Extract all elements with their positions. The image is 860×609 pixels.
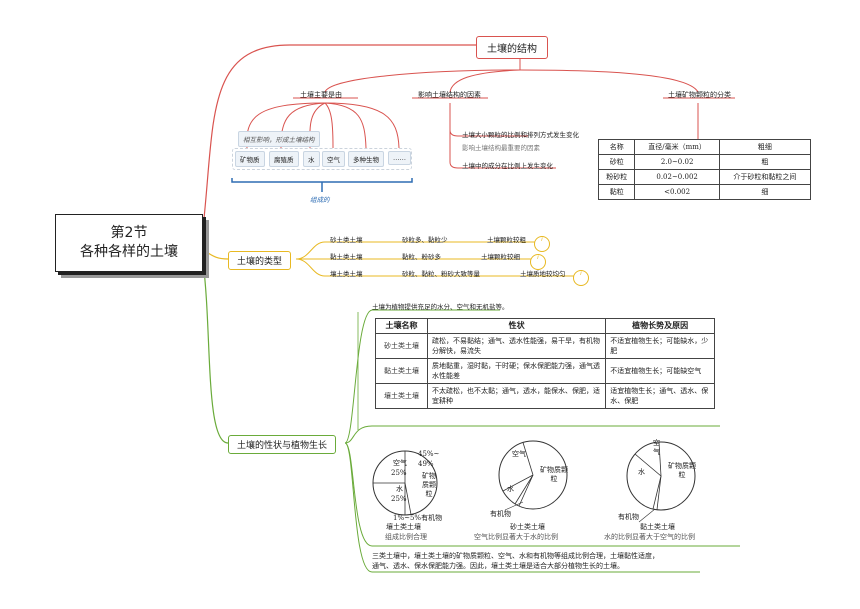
composition-item-humus: 腐殖质: [269, 151, 299, 167]
summary-line-2: 通气、透水、保水保肥能力强。因此，壤土类土壤是适合大部分植物生长的土壤。: [372, 562, 624, 570]
factor-item-2: 影响土壤结构最重要的因素: [462, 144, 540, 152]
composition-group: [232, 148, 412, 170]
soil-trait-cell: 不太疏松，也不太黏；通气，透水，能保水、保肥，适宜耕种: [426, 383, 607, 409]
node-factors[interactable]: 影响土壤结构的因素: [418, 91, 481, 99]
info-icon[interactable]: [573, 270, 589, 286]
composition-item-mineral: 矿物质: [235, 151, 265, 167]
pie-clay: [626, 441, 696, 523]
root-title-line2: 各种各样的土壤: [80, 244, 178, 260]
node-types[interactable]: 土壤的类型: [228, 251, 292, 270]
pie2-caption-note: 空气比例显著大于水的比例: [474, 533, 558, 541]
properties-header-growth: 植物长势及原因: [605, 318, 715, 334]
particle-header-size: 粗细: [718, 139, 812, 155]
composition-item-air: 空气: [322, 151, 345, 167]
particle-header-diameter: 直径/毫米（mm）: [634, 139, 720, 155]
type-result-sandy: 土壤颗粒较粗: [487, 236, 526, 244]
pie1-water-pct: 25%: [391, 495, 407, 503]
pie2-organic-label: 有机物: [490, 510, 511, 518]
pie2-water-label: 水: [507, 485, 514, 493]
pie1-caption-note: 组成比例合理: [385, 533, 427, 541]
particle-cell: 介于砂粒和黏粒之间: [718, 169, 812, 185]
composition-item-etc: ……: [388, 151, 411, 165]
particle-cell: 粗: [718, 154, 812, 170]
pie1-air-pct: 25%: [391, 469, 407, 477]
table-row: 砂土类土壤 疏松，不易黏结；通气、透水性能强，易干旱，有机物分解快，易流失 不适…: [375, 333, 715, 359]
pie1-mineral-pct: 45%~: [418, 450, 440, 458]
pie3-caption-type: 黏土类土壤: [640, 523, 675, 531]
pie1-organic-label: 1%~5%有机物: [393, 514, 443, 522]
pie1-mineral-label: 矿物质颗粒: [422, 472, 436, 498]
properties-table: 土壤名称 性状 植物长势及原因 砂土类土壤 疏松，不易黏结；通气、透水性能强，易…: [375, 318, 715, 409]
pie3-mineral-label: 矿物质颗粒: [668, 462, 696, 479]
factor-item-1: 土壤大小颗粒的比例和排列方式发生变化: [462, 131, 579, 139]
soil-growth-cell: 不适宜植物生长；可能缺水，少肥: [605, 333, 715, 359]
properties-header-name: 土壤名称: [375, 318, 428, 334]
node-composition[interactable]: 土壤主要是由: [300, 91, 342, 99]
soil-growth-cell: 适宜植物生长；通气、透水、保水、保肥: [605, 383, 715, 409]
particle-cell: 细: [718, 184, 812, 200]
type-name-clay: 黏土类土壤: [330, 253, 363, 261]
pie3-caption-note: 水的比例显著大于空气的比例: [604, 533, 695, 541]
properties-header-trait: 性状: [426, 318, 607, 334]
pie2-mineral-label: 矿物质颗粒: [540, 466, 568, 483]
soil-name-cell: 砂土类土壤: [375, 333, 428, 359]
pie3-water-label: 水: [638, 468, 645, 476]
properties-intro: 土壤为植物提供充足的水分、空气和无机盐等。: [372, 303, 509, 311]
pie1-air-label: 空气: [393, 459, 407, 467]
table-row: 壤土类土壤 不太疏松，也不太黏；通气，透水，能保水、保肥，适宜耕种 适宜植物生长…: [375, 383, 715, 409]
factor-item-3: 土壤中的成分在比例上发生变化: [462, 162, 553, 170]
node-particle-classes[interactable]: 土壤矿物颗粒的分类: [668, 91, 731, 99]
composition-item-water: 水: [303, 151, 320, 167]
composition-note: 相互影响，形成土壤结构: [238, 131, 320, 147]
pie-sandy: [498, 440, 568, 510]
info-icon[interactable]: [534, 236, 550, 252]
pie1-caption-type: 壤土类土壤: [386, 523, 421, 531]
node-properties[interactable]: 土壤的性状与植物生长: [228, 435, 337, 454]
particle-cell: 2.0~0.02: [634, 154, 720, 170]
root-title-line1: 第2节: [110, 225, 148, 241]
type-result-clay: 土壤颗粒较细: [481, 253, 520, 261]
particle-header-name: 名称: [597, 139, 636, 155]
node-structure[interactable]: 土壤的结构: [476, 36, 548, 59]
table-row: 粉砂粒 0.02~0.002 介于砂粒和黏粒之间: [597, 169, 812, 185]
info-icon[interactable]: [530, 254, 546, 270]
composition-footer: 组成的: [310, 196, 330, 204]
pie-loam: [372, 450, 438, 516]
soil-trait-cell: 疏松，不易黏结；通气、透水性能强，易干旱，有机物分解快，易流失: [426, 333, 607, 359]
type-comp-loam: 砂粒、黏粒、粉砂大致等量: [402, 270, 480, 278]
type-name-sandy: 砂土类土壤: [330, 236, 363, 244]
soil-name-cell: 壤土类土壤: [375, 383, 428, 409]
type-comp-sandy: 砂粒多、黏粒少: [402, 236, 448, 244]
pie3-air-label: 空气: [653, 439, 660, 456]
soil-trait-cell: 质地黏重，湿时黏，干时硬；保水保肥能力强，通气透水性能差: [426, 358, 607, 384]
type-comp-clay: 黏粒、粉砂多: [402, 253, 441, 261]
pie1-water-label: 水: [396, 485, 403, 493]
particle-cell: <0.002: [634, 184, 720, 200]
type-result-loam: 土壤质地较均匀: [520, 270, 566, 278]
table-row: 砂粒 2.0~0.02 粗: [597, 154, 812, 170]
summary-line-1: 三类土壤中，壤土类土壤的矿物质颗粒、空气、水和有机物等组成比例合理，土壤黏性适度…: [372, 552, 659, 560]
table-row: 黏粒 <0.002 细: [597, 184, 812, 200]
root-title: 第2节 各种各样的土壤: [55, 214, 203, 272]
pie3-organic-label: 有机物: [618, 513, 639, 521]
soil-name-cell: 黏土类土壤: [375, 358, 428, 384]
composition-item-organisms: 多种生物: [348, 151, 384, 167]
pie2-caption-type: 砂土类土壤: [510, 523, 545, 531]
soil-growth-cell: 不适宜植物生长；可能缺空气: [605, 358, 715, 384]
particle-table: 名称 直径/毫米（mm） 粗细 砂粒 2.0~0.02 粗 粉砂粒 0.02~0…: [597, 139, 812, 200]
pie2-air-label: 空气: [512, 450, 526, 458]
type-name-loam: 壤土类土壤: [330, 270, 363, 278]
particle-cell: 砂粒: [597, 154, 636, 170]
properties-summary: 三类土壤中，壤土类土壤的矿物质颗粒、空气、水和有机物等组成比例合理，土壤黏性适度…: [372, 551, 659, 571]
pie1-mineral-pct2: 49%: [418, 460, 434, 468]
particle-cell: 粉砂粒: [597, 169, 636, 185]
table-row: 黏土类土壤 质地黏重，湿时黏，干时硬；保水保肥能力强，通气透水性能差 不适宜植物…: [375, 358, 715, 384]
particle-cell: 黏粒: [597, 184, 636, 200]
particle-cell: 0.02~0.002: [634, 169, 720, 185]
